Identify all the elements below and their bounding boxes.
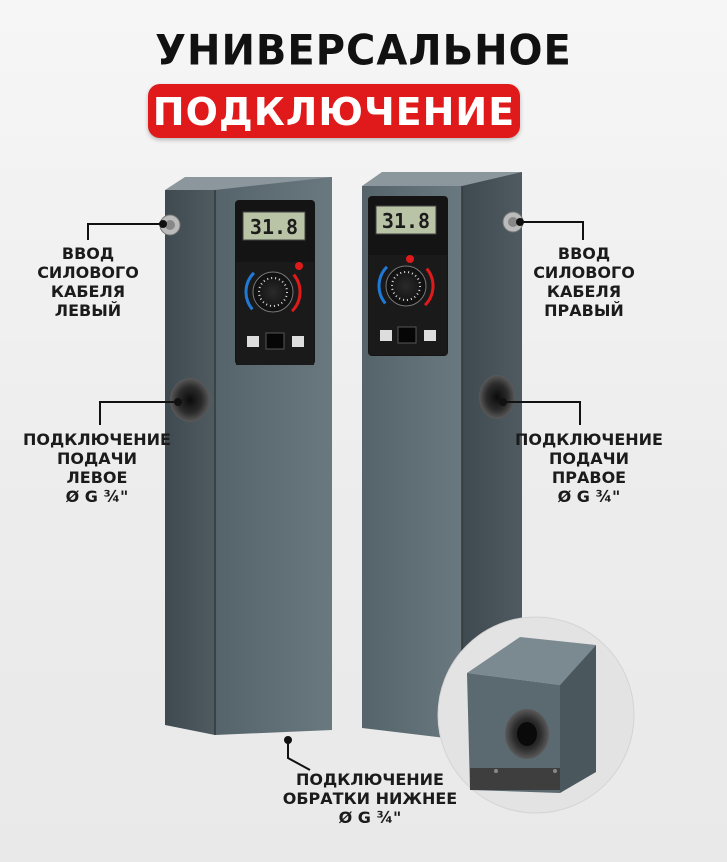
title-line-2: ПОДКЛЮЧЕНИЕ bbox=[152, 90, 516, 134]
mode-icon-right-1 bbox=[380, 330, 392, 341]
label-cable-left: ВВОД СИЛОВОГО КАБЕЛЯ ЛЕВЫЙ bbox=[28, 244, 148, 320]
label-cable-right-1: ВВОД bbox=[557, 244, 611, 263]
power-switch-right[interactable] bbox=[397, 326, 417, 344]
lcd-display-left bbox=[242, 211, 306, 241]
title-line-1: УНИВЕРСАЛЬНОЕ bbox=[155, 26, 572, 76]
supply-fitting-left bbox=[170, 378, 210, 422]
lcd-value-left: 31.8 bbox=[250, 215, 298, 239]
heat-scale-blue-left bbox=[244, 263, 302, 321]
power-switch-left[interactable] bbox=[265, 332, 285, 350]
lcd-display-right bbox=[375, 205, 437, 235]
label-return-bottom-2: ОБРАТКИ НИЖНЕЕ bbox=[282, 789, 458, 808]
label-supply-left-3: ЛЕВОЕ bbox=[66, 468, 128, 487]
heat-scale-red-left bbox=[244, 263, 302, 321]
mode-icon-right-2 bbox=[424, 330, 436, 341]
indicator-light-right bbox=[406, 255, 414, 263]
label-cable-left-3: КАБЕЛЯ bbox=[50, 282, 126, 301]
label-return-bottom-3: Ø G ¾" bbox=[338, 808, 402, 827]
heat-scale-blue-right bbox=[377, 257, 435, 315]
label-return-bottom-1: ПОДКЛЮЧЕНИЕ bbox=[296, 770, 444, 789]
label-cable-right-4: ПРАВЫЙ bbox=[544, 301, 624, 320]
inset-detail bbox=[437, 616, 635, 814]
label-supply-left-4: Ø G ¾" bbox=[65, 487, 129, 506]
inset-side-face bbox=[560, 645, 596, 793]
title-banner bbox=[148, 84, 520, 138]
label-supply-right-3: ПРАВОЕ bbox=[551, 468, 627, 487]
label-supply-right-1: ПОДКЛЮЧЕНИЕ bbox=[515, 430, 663, 449]
indicator-light-left bbox=[295, 262, 303, 270]
label-supply-left-2: ПОДАЧИ bbox=[57, 449, 137, 468]
label-cable-left-2: СИЛОВОГО bbox=[37, 263, 139, 282]
label-supply-right-2: ПОДАЧИ bbox=[549, 449, 629, 468]
lcd-value-right: 31.8 bbox=[382, 209, 430, 233]
mode-icon-left-1 bbox=[247, 336, 259, 347]
label-supply-right-4: Ø G ¾" bbox=[557, 487, 621, 506]
callout-lines bbox=[87, 218, 584, 771]
mode-icon-left-2 bbox=[292, 336, 304, 347]
heater-left-side bbox=[165, 190, 215, 735]
label-cable-left-4: ЛЕВЫЙ bbox=[54, 301, 122, 320]
heater-right-side bbox=[462, 172, 522, 740]
heater-right: 31.8 bbox=[362, 172, 524, 740]
heat-scale-red-right bbox=[377, 257, 435, 315]
label-cable-right-3: КАБЕЛЯ bbox=[546, 282, 622, 301]
label-return-bottom: ПОДКЛЮЧЕНИЕ ОБРАТКИ НИЖНЕЕ Ø G ¾" bbox=[270, 770, 470, 827]
label-supply-right: ПОДКЛЮЧЕНИЕ ПОДАЧИ ПРАВОЕ Ø G ¾" bbox=[514, 430, 664, 506]
heater-left: 31.8 bbox=[159, 177, 332, 735]
label-supply-left-1: ПОДКЛЮЧЕНИЕ bbox=[23, 430, 171, 449]
inset-top-face bbox=[467, 637, 596, 685]
inset-base bbox=[470, 768, 560, 790]
label-supply-left: ПОДКЛЮЧЕНИЕ ПОДАЧИ ЛЕВОЕ Ø G ¾" bbox=[22, 430, 172, 506]
supply-fitting-right bbox=[479, 375, 515, 419]
label-cable-right: ВВОД СИЛОВОГО КАБЕЛЯ ПРАВЫЙ bbox=[524, 244, 644, 320]
label-cable-right-2: СИЛОВОГО bbox=[533, 263, 635, 282]
label-cable-left-1: ВВОД bbox=[61, 244, 115, 263]
